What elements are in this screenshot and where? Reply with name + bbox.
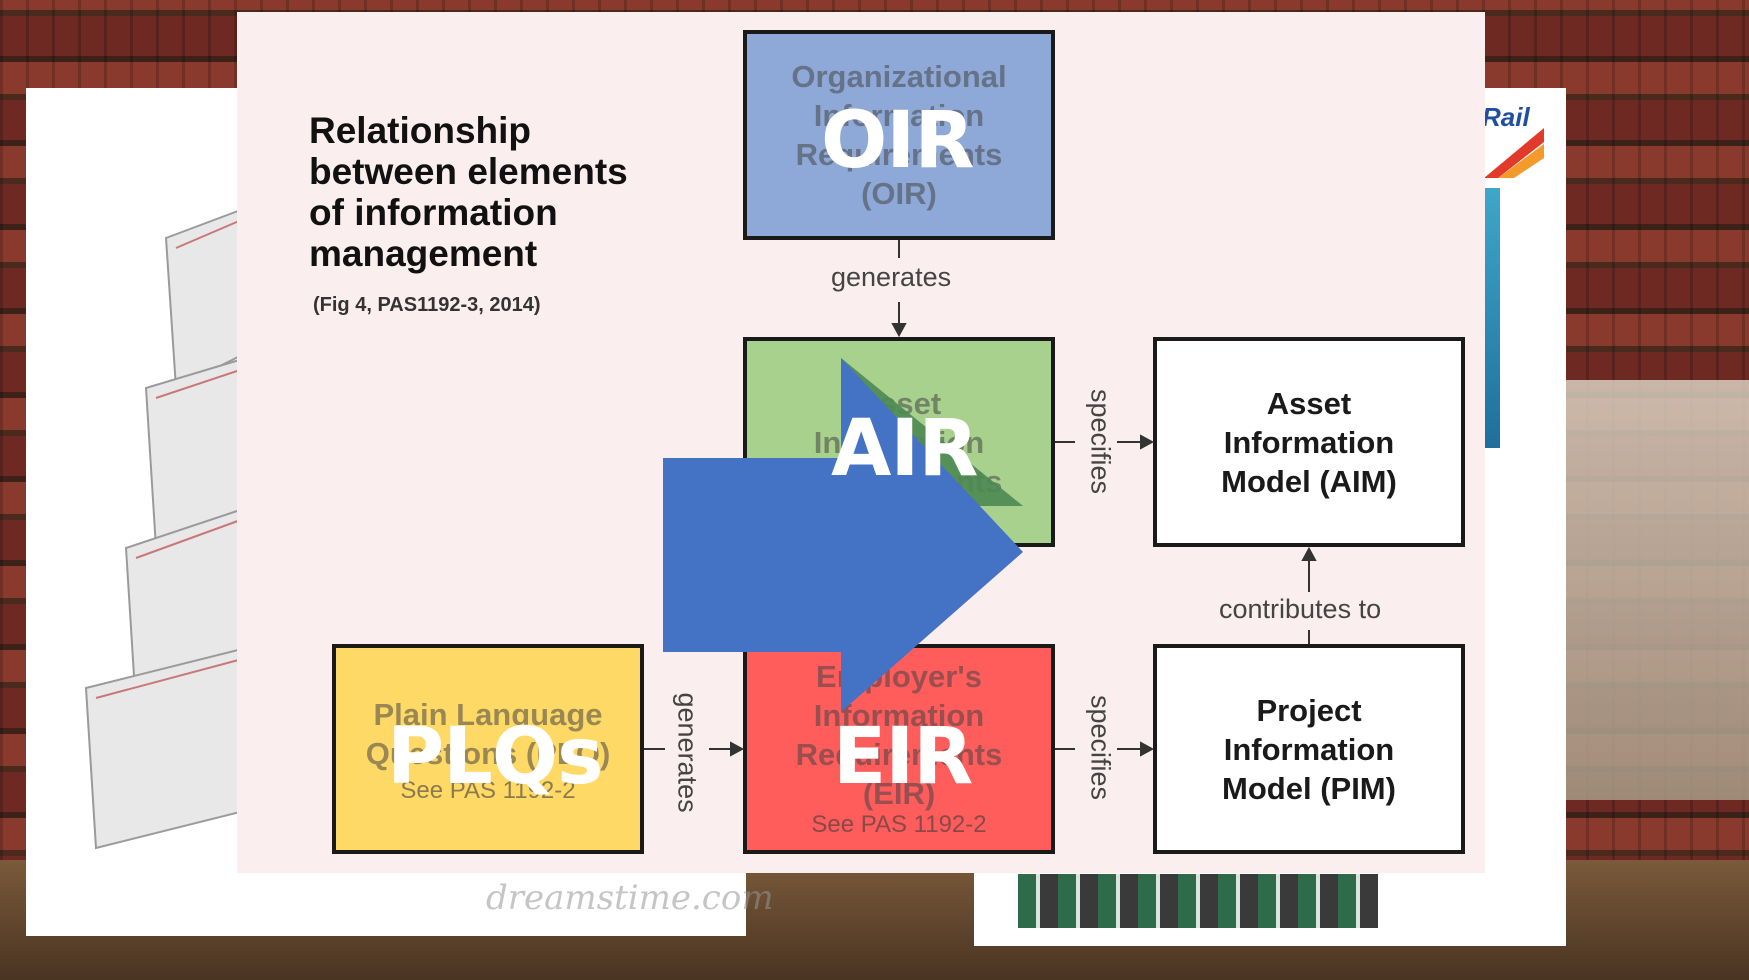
diagram-citation: (Fig 4, PAS1192-3, 2014) <box>313 294 541 316</box>
plq-box-note: See PAS 1192-2 <box>400 777 576 804</box>
overlay-label-oir: OIR <box>821 96 974 186</box>
paper-stack-illustration <box>84 206 258 850</box>
watermark: dreamstime.com <box>486 878 774 918</box>
label-generates-oir-air: generates <box>831 262 952 292</box>
rail-logo-text: Rail <box>1482 102 1530 132</box>
blue-arrow-shape <box>663 358 1023 712</box>
library-window <box>1560 380 1749 800</box>
rail-logo-icon <box>1484 128 1544 178</box>
rail-tracks-image <box>1018 874 1378 928</box>
overlay-label-air: AIR <box>831 404 978 494</box>
aim-box: Asset Information Model (AIM) <box>1153 337 1465 547</box>
oir-box: Organizational Information Requirements … <box>743 30 1055 240</box>
connector-lines <box>644 240 1317 757</box>
title-line-2: between elements <box>309 151 628 192</box>
eir-box: Employer's Information Requirements (EIR… <box>743 644 1055 854</box>
overlay-label-plqs: PLQs <box>387 712 604 802</box>
eir-box-note: See PAS 1192-2 <box>811 811 987 838</box>
diagram-panel: Relationship between elements of informa… <box>237 12 1485 873</box>
overlay-arrows <box>663 358 1023 712</box>
plq-box: Plain Language Questions (PLQ) See PAS 1… <box>332 644 644 854</box>
title-line-4: management <box>309 233 538 274</box>
rail-blue-strip <box>1484 188 1500 448</box>
title-line-1: Relationship <box>309 110 532 151</box>
pim-box: Project Information Model (PIM) <box>1153 644 1465 854</box>
label-contributes-to: contributes to <box>1219 594 1382 624</box>
overlay-label-eir: EIR <box>833 712 973 802</box>
plq-box-label: Plain Language Questions (PLQ) <box>365 697 611 771</box>
diagram-title: Relationship between elements of informa… <box>309 110 628 274</box>
title-line-3: of information <box>309 192 558 233</box>
